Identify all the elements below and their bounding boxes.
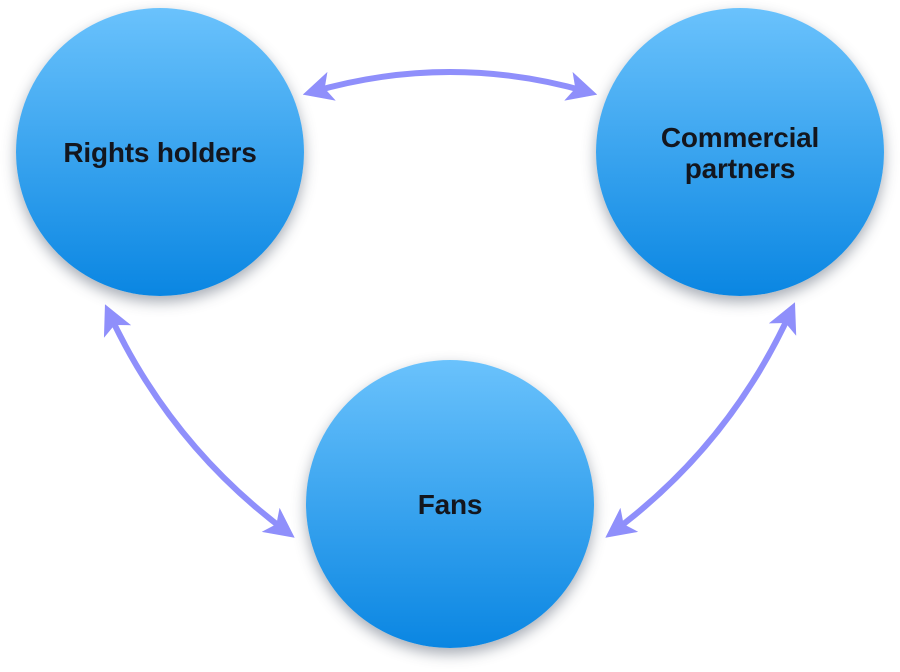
arrow-commercial-fans [605, 302, 797, 538]
node-fans: Fans [306, 360, 594, 648]
node-label: Fans [417, 489, 483, 520]
node-label: Rights holders [63, 137, 257, 168]
node-commercial-partners: Commercial partners [596, 8, 884, 296]
arrow-rights-commercial [302, 69, 598, 101]
node-rights-holders: Rights holders [16, 8, 304, 296]
arrow-rights-fans [103, 304, 295, 538]
node-label: Commercial partners [660, 121, 820, 184]
